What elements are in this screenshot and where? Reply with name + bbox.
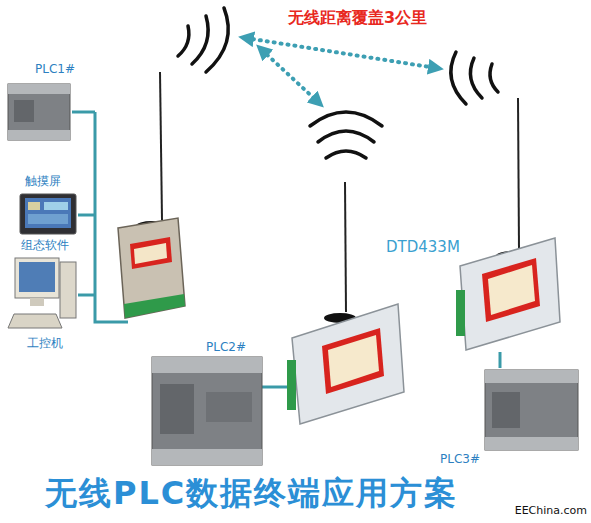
touch-screen — [20, 194, 76, 234]
device-label: 工控机 — [27, 336, 63, 350]
device-label: 组态软件 — [21, 238, 69, 252]
bus-wire — [72, 112, 292, 387]
industrial-pc — [19, 262, 55, 292]
radio-modem — [328, 335, 379, 387]
plc-device — [485, 370, 578, 450]
radio-modem — [518, 98, 519, 250]
radio-waves — [451, 52, 466, 104]
industrial-pc — [8, 314, 62, 328]
radio-waves — [470, 58, 482, 98]
plc-device — [152, 357, 262, 373]
bus-wire — [72, 111, 95, 114]
plc-device — [485, 370, 578, 450]
plc-device — [152, 357, 262, 465]
industrial-pc-box: 组态软件工控机 — [5, 236, 83, 354]
device-label: PLC1# — [35, 62, 75, 76]
plc-label-box: PLC2# — [150, 338, 266, 468]
radio-waves — [206, 8, 228, 72]
device-label: PLC2# — [206, 340, 246, 354]
plc-device — [8, 84, 70, 140]
touch-screen — [44, 202, 68, 210]
plc-device — [14, 100, 34, 122]
industrial-pc — [15, 258, 59, 298]
radio-modem — [160, 72, 162, 220]
touch-screen — [20, 194, 76, 234]
plc-device — [152, 357, 262, 465]
plc-label-box: PLC3# — [438, 368, 580, 472]
industrial-pc — [30, 298, 44, 306]
plc-device — [485, 370, 578, 383]
plc-device — [8, 84, 70, 140]
touch-screen-box: 触摸屏 — [15, 172, 81, 238]
radio-waves — [178, 26, 189, 56]
device-label: PLC3# — [440, 452, 480, 466]
device-label: DTD433M — [386, 238, 460, 256]
industrial-pc — [8, 258, 76, 328]
plc-device — [492, 392, 520, 428]
radio-waves — [310, 112, 382, 126]
radio-modem — [456, 98, 560, 350]
plc-device — [160, 384, 194, 434]
bus-wire — [78, 214, 95, 217]
range-note: 无线距离覆盖3公里 — [288, 8, 427, 27]
wireless-link — [262, 50, 318, 102]
plc-label-box: PLC1# — [5, 60, 77, 144]
plc-device — [206, 392, 252, 422]
bus-wire — [78, 294, 95, 297]
radio-modem — [456, 290, 465, 336]
plc-device — [485, 437, 578, 450]
wireless-link — [246, 38, 436, 68]
radio-waves — [178, 8, 498, 158]
diagram-title: 无线PLC数据终端应用方案 — [45, 474, 458, 512]
radio-modem — [118, 218, 185, 318]
industrial-pc — [60, 262, 76, 318]
radio-modem — [460, 238, 560, 350]
radio-modem — [287, 182, 404, 424]
wireless-link — [246, 38, 436, 102]
radio-modem — [287, 360, 296, 410]
radio-modem — [118, 72, 185, 318]
touch-screen — [25, 198, 71, 228]
radio-modem-box: DTD433M — [384, 236, 562, 352]
plc-device — [8, 130, 70, 140]
plc-device — [8, 84, 70, 94]
radio-modem — [134, 243, 167, 264]
radio-waves — [318, 131, 374, 142]
radio-modem — [488, 265, 535, 315]
device-label: 触摸屏 — [25, 174, 61, 188]
watermark: EEChina.com — [515, 504, 587, 517]
radio-modem — [322, 328, 384, 394]
plc-device — [152, 449, 262, 465]
touch-screen — [28, 202, 40, 210]
radio-modem — [345, 182, 346, 312]
radio-modem — [482, 258, 540, 322]
radio-modem — [292, 304, 404, 424]
wire-connector — [499, 352, 502, 368]
radio-waves — [326, 151, 366, 158]
radio-waves — [192, 16, 208, 64]
radio-waves — [490, 64, 498, 92]
touch-screen — [28, 214, 68, 224]
radio-modem — [124, 294, 185, 318]
radio-modem — [130, 237, 172, 269]
